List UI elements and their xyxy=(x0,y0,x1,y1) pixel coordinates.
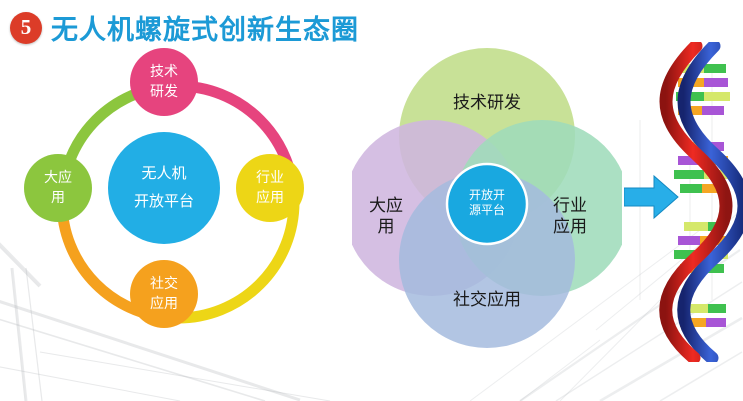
hub-node-right-line2: 应用 xyxy=(256,189,284,206)
hub-node-social-application[interactable]: 社交 应用 xyxy=(130,260,198,328)
hub-node-right-line1: 行业 xyxy=(256,169,284,186)
hub-center-line2: 开放平台 xyxy=(133,192,194,210)
right-arrow-icon xyxy=(624,174,679,220)
venn-circles xyxy=(344,48,630,348)
hub-node-industry-application[interactable]: 行业 应用 xyxy=(236,154,304,222)
hub-node-top-line1: 技术 xyxy=(150,63,178,80)
hub-circular-diagram: 无人机 开放平台 技术 研发 行业 应用 社交 应用 大应 用 xyxy=(24,48,328,352)
venn-diagram: 技术研发 大应 用 行业 应用 社交应用 开放开 源平台 xyxy=(344,48,630,348)
hub-node-left-line1: 大应 xyxy=(44,169,72,186)
hub-node-bottom-line2: 应用 xyxy=(150,295,178,312)
dna-double-helix-icon xyxy=(659,42,743,362)
slide-title-bar: 5 无人机螺旋式创新生态圈 xyxy=(10,8,359,47)
step-number-badge: 5 xyxy=(10,11,42,44)
hub-center-line1: 无人机 xyxy=(141,164,187,183)
hub-node-left-line2: 用 xyxy=(51,189,65,206)
page-title: 无人机螺旋式创新生态圈 xyxy=(51,15,359,46)
venn-center-circle[interactable] xyxy=(445,162,529,246)
hub-node-mass-application[interactable]: 大应 用 xyxy=(24,154,92,222)
hub-node-bottom-line1: 社交 xyxy=(150,275,178,292)
hub-center-node[interactable]: 无人机 开放平台 xyxy=(108,132,220,244)
hub-node-top-line2: 研发 xyxy=(150,83,178,100)
hub-node-technology-rnd[interactable]: 技术 研发 xyxy=(130,48,198,116)
